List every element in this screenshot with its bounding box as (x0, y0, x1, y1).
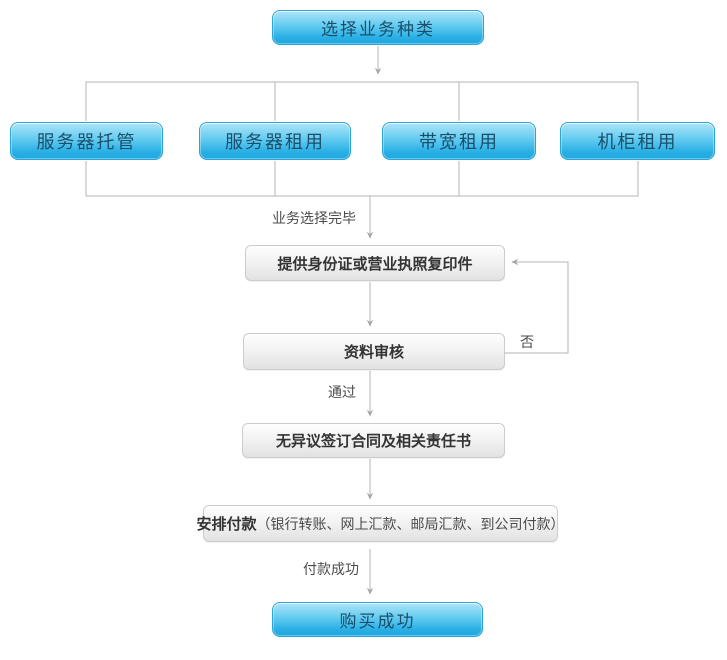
edge-label-no: 否 (520, 334, 534, 350)
node-provide-documents: 提供身份证或营业执照复印件 (245, 245, 505, 281)
connector-review-reject-loop (505, 258, 569, 354)
edge-label-selection-complete: 业务选择完毕 (272, 210, 356, 226)
node-select-business-type: 选择业务种类 (272, 10, 484, 45)
node-server-rental: 服务器租用 (199, 122, 351, 160)
arrange-payment-title: 安排付款 (196, 516, 257, 533)
node-arrange-payment: 安排付款（银行转账、网上汇款、邮局汇款、到公司付款） (197, 505, 565, 542)
node-server-hosting: 服务器托管 (10, 122, 163, 160)
node-purchase-success: 购买成功 (272, 602, 483, 637)
node-sign-contract: 无异议签订合同及相关责任书 (242, 423, 505, 458)
arrange-payment-detail: （银行转账、网上汇款、邮局汇款、到公司付款） (256, 515, 565, 532)
connector-branch-distributor (85, 81, 639, 121)
node-bandwidth-rental: 带宽租用 (382, 122, 536, 160)
node-cabinet-rental: 机柜租用 (560, 122, 715, 160)
node-document-review: 资料审核 (243, 333, 505, 370)
edge-label-payment-success: 付款成功 (303, 561, 359, 577)
edge-label-pass: 通过 (328, 384, 356, 400)
connector-branch-collector (85, 161, 639, 197)
